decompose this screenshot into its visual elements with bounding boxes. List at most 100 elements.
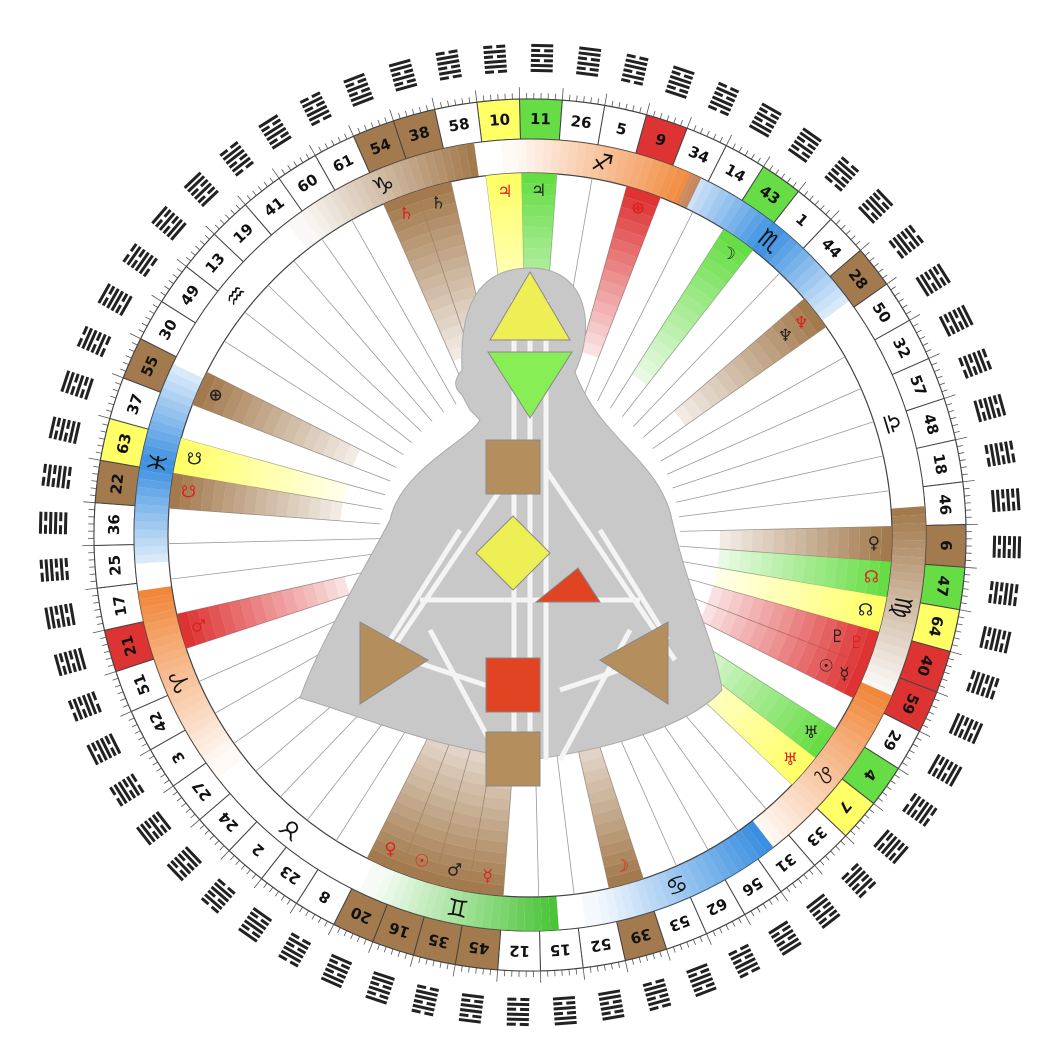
activation-band — [718, 229, 753, 259]
planet-glyph: ♆ — [794, 314, 809, 334]
activation-band — [201, 478, 216, 512]
gate-number: 11 — [530, 110, 551, 129]
activation-band — [805, 528, 817, 557]
activation-band — [450, 286, 477, 304]
center-root — [485, 731, 541, 787]
gate-number: 52 — [589, 934, 613, 955]
hexagram-icon — [76, 325, 112, 358]
activation-band — [649, 338, 674, 360]
activation-band — [794, 528, 806, 556]
activation-band — [745, 718, 773, 748]
planet-glyph: ☉ — [819, 656, 834, 676]
activation-band — [440, 255, 470, 273]
gate-number: 64 — [925, 614, 947, 638]
activation-band — [755, 688, 782, 719]
activation-band — [521, 183, 557, 196]
planet-glyph: ♅ — [783, 750, 798, 770]
activation-band — [858, 593, 877, 629]
activation-band — [461, 769, 489, 786]
activation-band — [381, 819, 416, 843]
activation-band — [795, 582, 813, 612]
activation-band — [827, 587, 845, 621]
activation-band — [173, 438, 192, 475]
activation-band — [837, 623, 859, 658]
activation-band — [297, 495, 312, 519]
activation-band — [442, 752, 468, 770]
gate-number: 18 — [929, 452, 950, 476]
hexagram-icon — [48, 416, 81, 445]
activation-band — [738, 618, 758, 645]
activation-band — [215, 449, 233, 483]
hexagram-icon — [151, 205, 187, 241]
activation-band — [262, 405, 284, 436]
activation-band — [244, 485, 259, 515]
activation-band — [440, 323, 464, 342]
activation-band — [391, 800, 423, 823]
activation-band — [447, 821, 479, 839]
activation-band — [714, 368, 739, 395]
gate-number: 12 — [509, 942, 530, 961]
activation-band — [602, 848, 637, 868]
activation-band — [281, 588, 299, 615]
activation-band — [415, 822, 448, 843]
planet-glyph: ⊕ — [208, 385, 222, 405]
hexagram-icon — [915, 263, 951, 297]
gate-number: 40 — [913, 653, 937, 678]
activation-band — [523, 248, 552, 260]
hexagram-ring — [38, 43, 1022, 1027]
activation-band — [405, 771, 435, 793]
gate-number: 26 — [570, 112, 593, 132]
activation-band — [759, 552, 774, 577]
activation-band — [453, 800, 483, 818]
gate-number: 48 — [920, 412, 943, 437]
activation-band — [740, 529, 753, 552]
activation-band — [654, 329, 681, 352]
activation-band — [631, 365, 654, 386]
gate-number: 25 — [105, 554, 124, 576]
hexagram-icon — [166, 846, 203, 882]
hexagram-icon — [258, 114, 292, 150]
planet-glyph: ☽ — [721, 244, 736, 264]
gate-number: 36 — [105, 514, 124, 535]
activation-band — [590, 797, 620, 815]
activation-band — [592, 807, 624, 826]
activation-band — [730, 529, 742, 551]
hexagram-icon — [966, 670, 1000, 700]
activation-band — [183, 441, 202, 477]
hexagram-icon — [67, 691, 102, 722]
activation-band — [475, 838, 508, 854]
gate-number: 39 — [628, 925, 653, 948]
activation-band — [772, 700, 800, 732]
planet-glyph: ⊕ — [631, 198, 645, 218]
activation-band — [700, 256, 734, 284]
activation-band — [798, 717, 827, 752]
activation-band — [854, 559, 870, 594]
activation-band — [242, 396, 265, 428]
activation-band — [433, 234, 465, 253]
hexagram-icon — [97, 283, 133, 317]
hexagram-icon — [990, 488, 1021, 513]
activation-band — [847, 591, 866, 626]
activation-band — [371, 839, 408, 863]
activation-band — [777, 605, 796, 635]
activation-band — [444, 832, 478, 850]
activation-band — [660, 320, 687, 343]
activation-band — [430, 782, 460, 801]
activation-band — [418, 272, 447, 293]
activation-band — [521, 194, 556, 207]
activation-band — [436, 244, 468, 263]
activation-band — [795, 642, 818, 674]
activation-band — [785, 580, 802, 609]
activation-band — [609, 237, 642, 258]
activation-band — [407, 842, 442, 864]
gate-number: 63 — [113, 431, 135, 455]
activation-band — [865, 560, 881, 596]
activation-band — [857, 628, 879, 666]
activation-band — [764, 694, 791, 725]
hexagram-icon — [888, 224, 925, 260]
activation-band — [311, 475, 327, 499]
activation-band — [706, 685, 731, 711]
activation-band — [580, 341, 603, 358]
activation-band — [698, 382, 721, 408]
